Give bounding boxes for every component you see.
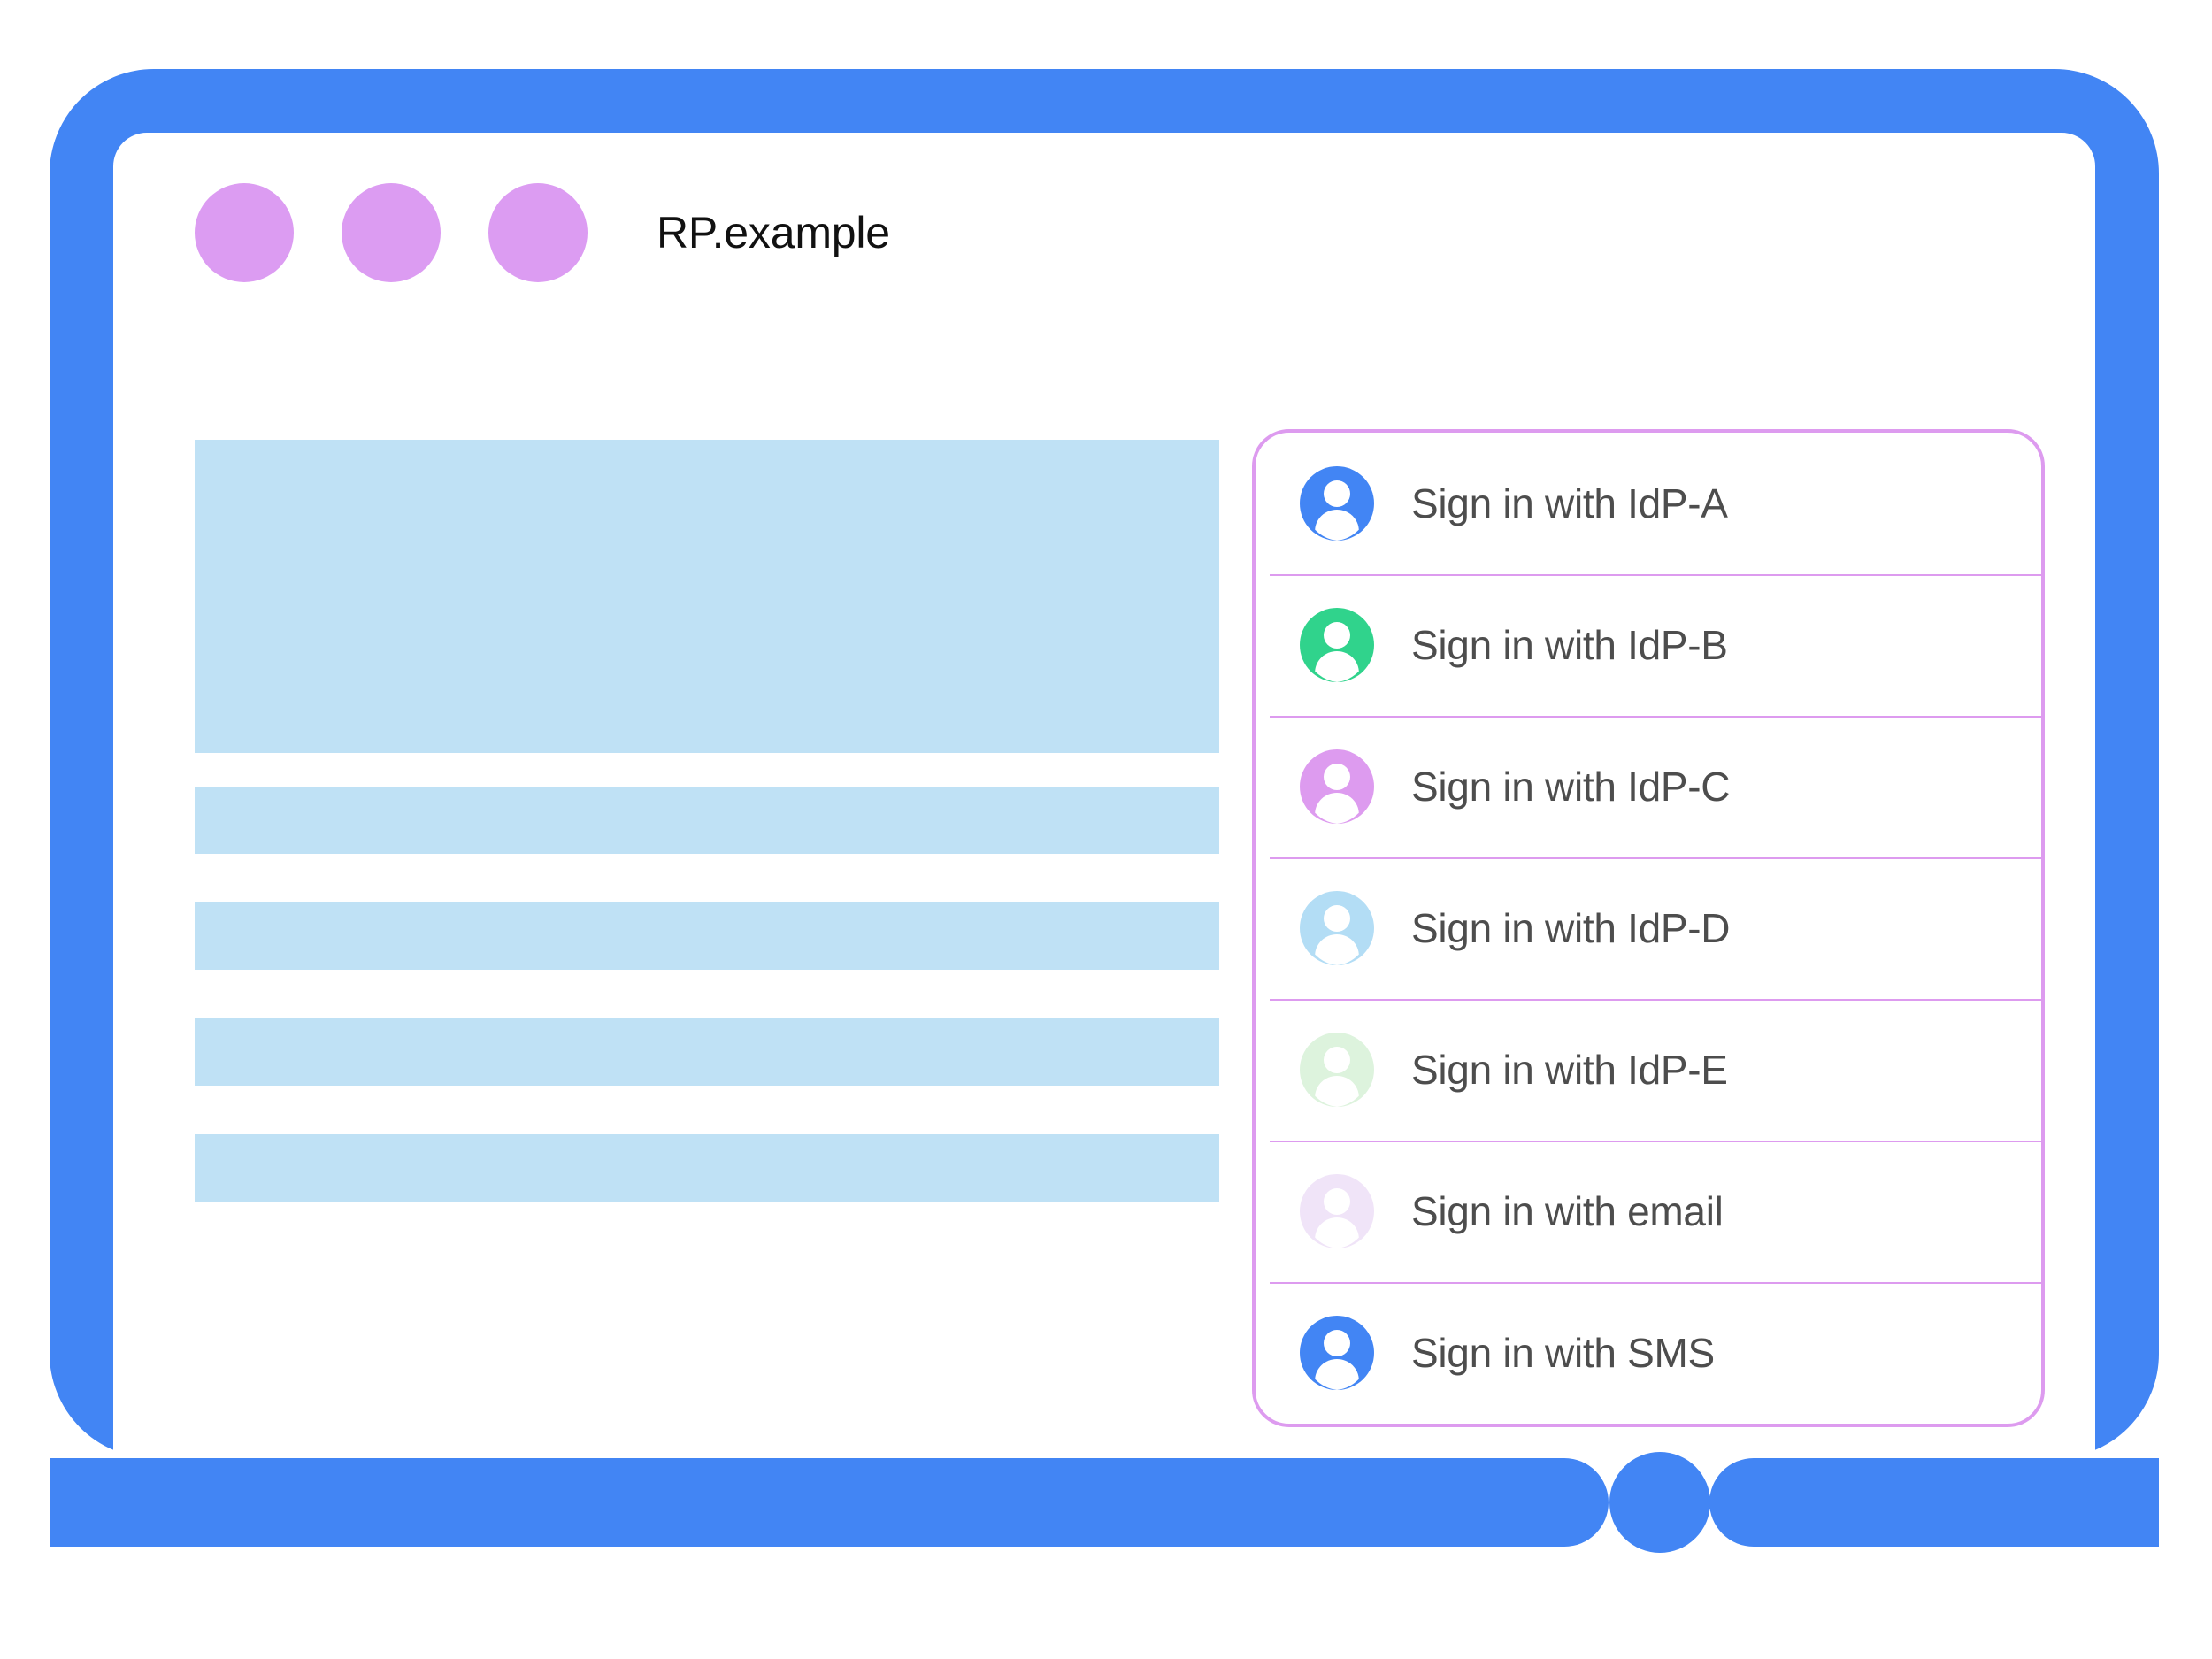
- page-content-placeholders: [195, 440, 1219, 1202]
- account-circle-icon: [1300, 1033, 1374, 1107]
- idp-option-label: Sign in with IdP-A: [1411, 480, 1728, 526]
- text-line-3: [195, 1018, 1219, 1086]
- account-circle-icon: [1300, 1174, 1374, 1248]
- window-dot-1[interactable]: [195, 183, 294, 282]
- idp-option-label: Sign in with IdP-C: [1411, 764, 1731, 810]
- page-title: RP.example: [657, 208, 890, 257]
- account-circle-icon: [1300, 1316, 1374, 1390]
- idp-option-label: Sign in with SMS: [1411, 1330, 1715, 1376]
- account-circle-icon: [1300, 466, 1374, 541]
- idp-option-label: Sign in with IdP-E: [1411, 1047, 1728, 1093]
- idp-option-sms[interactable]: Sign in with SMS: [1256, 1282, 2041, 1424]
- account-circle-icon: [1300, 891, 1374, 965]
- hero-block: [195, 440, 1219, 753]
- account-circle-icon: [1300, 749, 1374, 824]
- idp-option-email[interactable]: Sign in with email: [1256, 1141, 2041, 1282]
- idp-option-d[interactable]: Sign in with IdP-D: [1256, 857, 2041, 999]
- idp-chooser-panel: Sign in with IdP-A Sign in with IdP-B: [1252, 429, 2045, 1427]
- browser-window: RP.example Si: [113, 133, 2095, 1458]
- window-dot-2[interactable]: [342, 183, 441, 282]
- idp-option-e[interactable]: Sign in with IdP-E: [1256, 999, 2041, 1141]
- text-line-4: [195, 1134, 1219, 1202]
- idp-list: Sign in with IdP-A Sign in with IdP-B: [1256, 433, 2041, 1424]
- idp-option-label: Sign in with IdP-B: [1411, 622, 1728, 668]
- bottom-bezel-right: [1709, 1458, 2159, 1547]
- text-line-1: [195, 787, 1219, 854]
- window-dot-3[interactable]: [488, 183, 588, 282]
- traffic-light-dots: [195, 183, 588, 282]
- home-button[interactable]: [1609, 1452, 1710, 1553]
- idp-option-label: Sign in with IdP-D: [1411, 905, 1731, 951]
- window-header: RP.example: [113, 133, 2095, 333]
- idp-option-a[interactable]: Sign in with IdP-A: [1256, 433, 2041, 574]
- bottom-bezel-left: [50, 1458, 1609, 1547]
- idp-option-label: Sign in with email: [1411, 1188, 1724, 1234]
- account-circle-icon: [1300, 608, 1374, 682]
- idp-option-b[interactable]: Sign in with IdP-B: [1256, 574, 2041, 716]
- text-line-2: [195, 902, 1219, 970]
- idp-option-c[interactable]: Sign in with IdP-C: [1256, 716, 2041, 857]
